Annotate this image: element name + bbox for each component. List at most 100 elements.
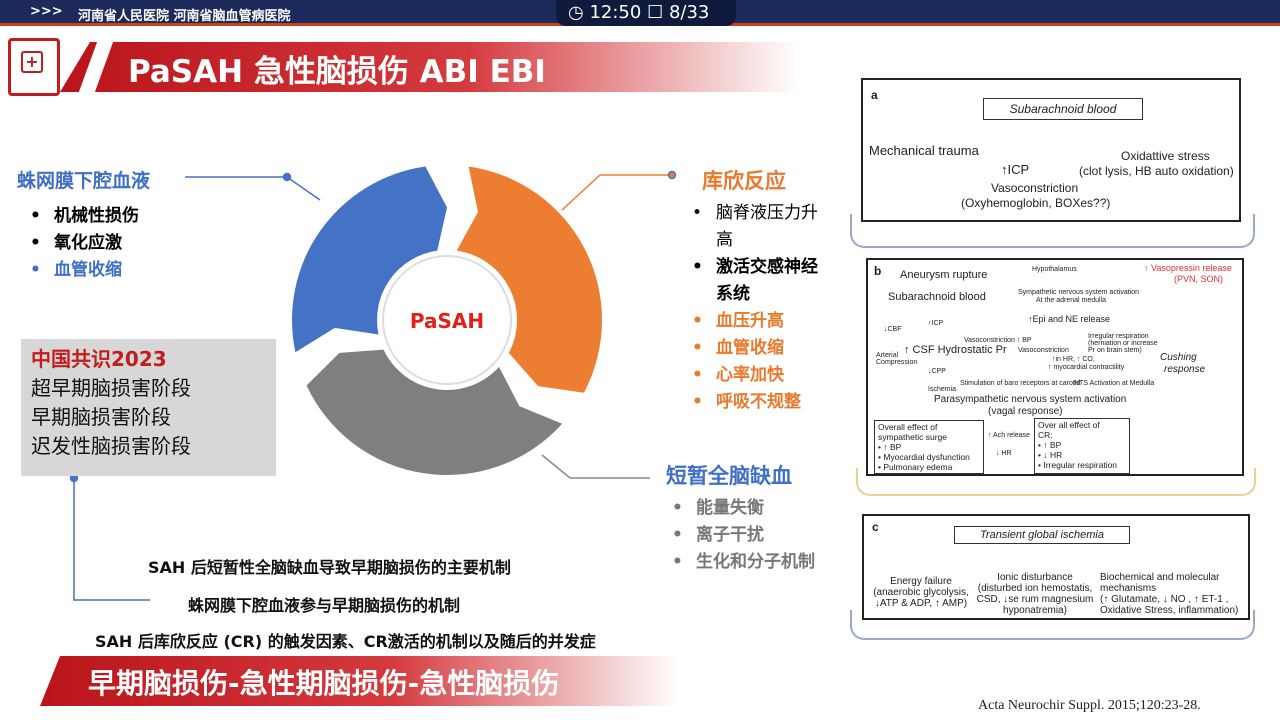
- panel-label: b: [874, 264, 882, 278]
- node: Vasoconstriction: [991, 181, 1079, 195]
- list-item: 氧化应激: [24, 230, 139, 257]
- node: ↑ Vasopressin release: [1144, 263, 1232, 273]
- page-counter: 8/33: [668, 2, 710, 23]
- caption-ischemia: SAH 后短暂性全脑缺血导致早期脑损伤的主要机制: [148, 558, 511, 577]
- node: (clot lysis, HB auto oxidation): [1079, 164, 1234, 178]
- node: Pr on brain stem): [1088, 347, 1142, 354]
- hospital-name: 河南省人民医院 河南省脑血管病医院: [78, 9, 291, 24]
- node: NTS Activation at Medulla: [1074, 380, 1155, 387]
- page-icon: ☐: [647, 2, 664, 23]
- donut-segment-blood: [292, 166, 447, 353]
- ischemia-list: 能量失衡 离子干扰 生化和分子机制: [666, 495, 815, 576]
- node: ↑ myocardial contractility: [1048, 364, 1125, 371]
- node: At the adrenal medulla: [1036, 297, 1107, 304]
- node: Aneurysm rupture: [900, 269, 988, 281]
- right-list: 脑脊液压力升高 激活交感神经系统 血压升高 血管收缩 心率加快 呼吸不规整: [686, 200, 826, 416]
- donut-center-label: PaSAH: [410, 309, 484, 333]
- node: Vasoconstriction ↑ BP: [964, 337, 1032, 344]
- connector-consensus: [73, 478, 150, 601]
- panel-shadow: [856, 468, 1256, 496]
- list-item: 脑脊液压力升高: [686, 200, 826, 254]
- node: ↓CBF: [884, 326, 902, 333]
- slide-title: PaSAH 急性脑损伤 ABI EBI: [128, 54, 546, 90]
- list-item: 呼吸不规整: [686, 389, 826, 416]
- node: Parasympathetic nervous system activatio…: [934, 394, 1127, 405]
- list-item: 心率加快: [686, 362, 826, 389]
- caption-blood: 蛛网膜下腔血液参与早期脑损伤的机制: [188, 596, 461, 615]
- ionic-node: Ionic disturbance(disturbed ion hemostat…: [976, 572, 1094, 616]
- donut-segment-cushing: [456, 166, 602, 393]
- node: ↑ICP: [928, 320, 944, 327]
- node: ↓ HR: [996, 450, 1012, 457]
- left-heading: 蛛网膜下腔血液: [17, 170, 151, 192]
- node: ↓CPP: [928, 368, 946, 375]
- node: ↑in HR, ↑ CO,: [1052, 356, 1095, 363]
- chevrons-icon: >>>: [30, 4, 63, 19]
- node: Ischemia: [928, 386, 957, 393]
- connector-bottom: [541, 454, 650, 479]
- medical-book-icon: +: [8, 38, 60, 96]
- consensus-title: 中国共识2023: [31, 347, 167, 371]
- node: Cushing: [1160, 352, 1197, 363]
- consensus-line: 迟发性脑损害阶段: [31, 434, 191, 458]
- node: (herniation or increase: [1088, 340, 1158, 347]
- panel-shadow: [850, 214, 1255, 248]
- energy-node: Energy failure(anaerobic glycolysis,↓ATP…: [873, 576, 969, 609]
- donut-segment-ischemia: [306, 349, 563, 475]
- top-bar: >>> 河南省人民医院 河南省脑血管病医院 ◷ 12:50 ☐ 8/33: [0, 0, 1280, 26]
- node: response: [1164, 364, 1206, 375]
- node: Compression: [876, 359, 918, 366]
- list-item: 生化和分子机制: [666, 549, 815, 576]
- list-item: 血压升高: [686, 308, 826, 335]
- node: Oxidattive stress: [1121, 149, 1210, 163]
- node: Mechanical trauma: [869, 143, 979, 158]
- ischemia-heading: 短暂全脑缺血: [666, 464, 792, 488]
- slide-status: ◷ 12:50 ☐ 8/33: [556, 0, 736, 26]
- consensus-line: 早期脑损害阶段: [31, 405, 171, 429]
- node: Subarachnoid blood: [983, 98, 1143, 120]
- connector-left: [185, 176, 321, 201]
- node: (PVN, SON): [1174, 274, 1224, 284]
- node: Vasoconstriction: [1018, 347, 1069, 354]
- node: (vagal response): [988, 406, 1063, 417]
- list-item: 机械性损伤: [24, 203, 139, 230]
- bottom-banner: [40, 656, 680, 706]
- title-banner: [60, 42, 800, 92]
- node: (Oxyhemoglobin, BOXes??): [961, 196, 1111, 210]
- figure-panel-b: b Aneurysm rupture Subarachnoid blood Hy…: [866, 258, 1244, 476]
- node: ↑ICP: [1001, 162, 1030, 177]
- connector-right: [561, 174, 672, 211]
- node: Subarachnoid blood: [888, 291, 986, 303]
- right-heading: 库欣反应: [702, 169, 786, 193]
- panel-label: c: [872, 520, 879, 534]
- figure-panel-a: a Subarachnoid blood Mechanical trauma ↑…: [861, 78, 1241, 222]
- caption-cushing: SAH 后库欣反应 (CR) 的触发因素、CR激活的机制以及随后的并发症: [95, 632, 596, 651]
- list-item: 激活交感神经系统: [686, 254, 826, 308]
- panel-label: a: [871, 88, 878, 102]
- node: Hypothalamus: [1032, 266, 1077, 273]
- panel-shadow: [850, 610, 1255, 640]
- left-list: 机械性损伤 氧化应激 血管收缩: [24, 203, 139, 284]
- list-item: 能量失衡: [666, 495, 815, 522]
- list-item: 离子干扰: [666, 522, 815, 549]
- list-item: 血管收缩: [686, 335, 826, 362]
- node: Arterial: [876, 352, 899, 359]
- bottom-title: 早期脑损伤-急性期脑损伤-急性脑损伤: [88, 667, 560, 700]
- list-item: 血管收缩: [24, 257, 139, 284]
- clock-icon: ◷: [568, 2, 584, 23]
- node: Transient global ischemia: [954, 526, 1130, 544]
- node: ↑ CSF Hydrostatic Pr: [904, 344, 1007, 356]
- node: ↑Epi and NE release: [1028, 314, 1111, 324]
- reference: Acta Neurochir Suppl. 2015;120:23-28.: [978, 698, 1201, 713]
- time: 12:50: [589, 2, 642, 23]
- node: Stimulation of baro receptors at carotid: [960, 380, 1081, 387]
- node: ↑ Ach release: [988, 432, 1031, 439]
- figure-panel-c: c Transient global ischemia Energy failu…: [862, 514, 1250, 620]
- consensus-line: 超早期脑损害阶段: [31, 376, 191, 400]
- node: Sympathetic nervous system activation: [1018, 289, 1139, 296]
- consensus-box: 中国共识2023 超早期脑损害阶段 早期脑损害阶段 迟发性脑损害阶段: [21, 339, 276, 476]
